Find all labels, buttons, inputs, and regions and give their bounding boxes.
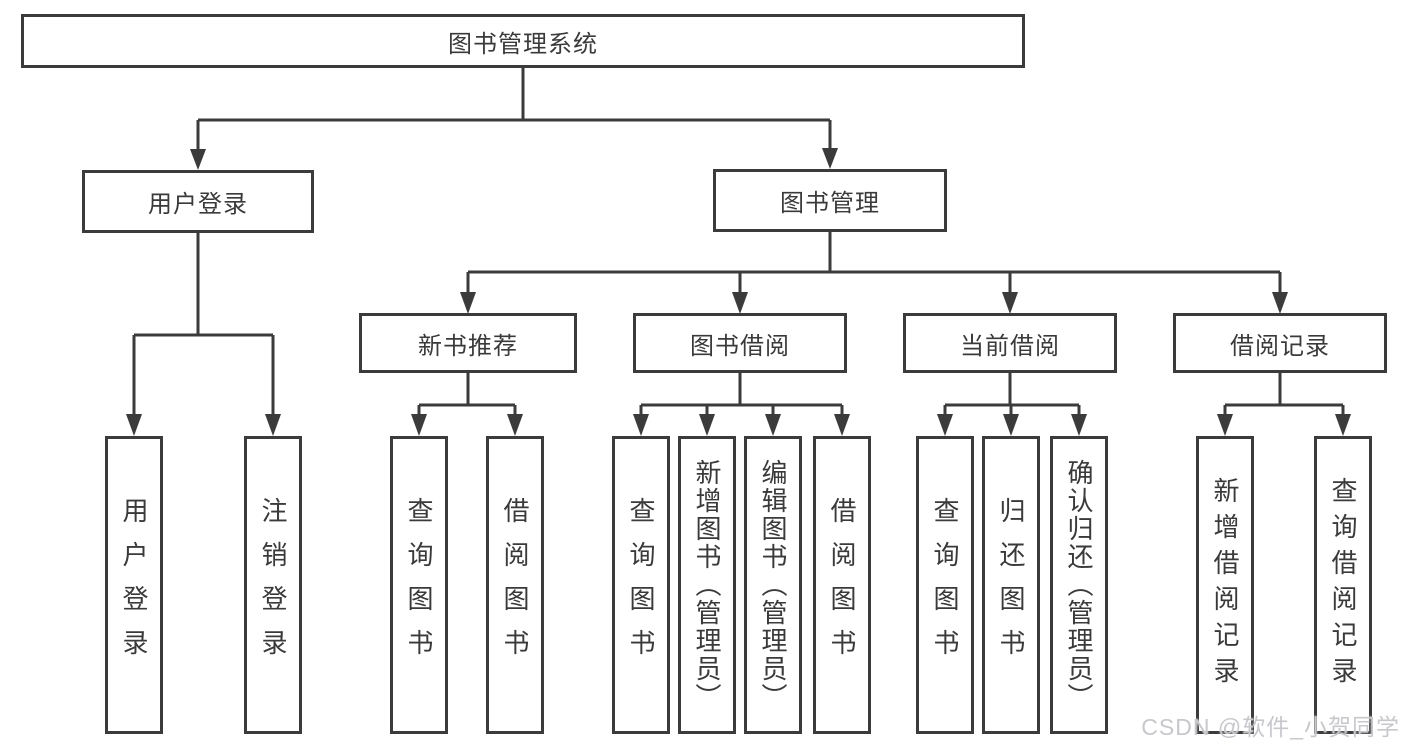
leaf-borrow-books-recommend: 借阅图书 [486, 436, 544, 734]
leaf-logout: 注销登录 [244, 436, 302, 734]
leaf-query-books-current: 查询图书 [916, 436, 974, 734]
node-book-borrowing-label: 图书借阅 [690, 332, 790, 360]
leaf-query-books-recommend: 查询图书 [390, 436, 448, 734]
node-book-management-label: 图书管理 [780, 190, 880, 217]
leaf-query-books-current-label: 查询图书 [930, 497, 960, 673]
leaf-confirm-return-admin: 确认归还（管理员） [1050, 436, 1108, 734]
leaf-user-login-label: 用户登录 [119, 497, 149, 673]
node-current-borrowing-label: 当前借阅 [960, 332, 1060, 360]
leaf-edit-books-admin-label: 编辑图书（管理员） [758, 459, 788, 711]
leaf-query-books-borrowing: 查询图书 [612, 436, 670, 734]
leaf-borrow-books-label: 借阅图书 [827, 497, 857, 673]
watermark: CSDN @软件_小贺同学 [1141, 714, 1400, 740]
leaf-user-login: 用户登录 [105, 436, 163, 734]
leaf-add-books-admin: 新增图书（管理员） [678, 436, 736, 734]
node-user-login-label: 用户登录 [148, 191, 248, 218]
leaf-return-books-label: 归还图书 [996, 497, 1026, 673]
leaf-add-borrow-record: 新增借阅记录 [1196, 436, 1254, 734]
leaf-query-books-recommend-label: 查询图书 [404, 497, 434, 673]
leaf-borrow-books-recommend-label: 借阅图书 [500, 497, 530, 673]
leaf-confirm-return-admin-label: 确认归还（管理员） [1064, 459, 1094, 711]
leaf-return-books: 归还图书 [982, 436, 1040, 734]
node-library-management-system: 图书管理系统 [21, 14, 1025, 68]
leaf-query-borrow-record: 查询借阅记录 [1314, 436, 1372, 734]
node-borrowing-records: 借阅记录 [1173, 313, 1387, 373]
leaf-borrow-books: 借阅图书 [813, 436, 871, 734]
node-new-book-recommendation-label: 新书推荐 [418, 332, 518, 360]
node-library-management-system-label: 图书管理系统 [448, 30, 598, 58]
node-borrowing-records-label: 借阅记录 [1230, 332, 1330, 360]
node-current-borrowing: 当前借阅 [903, 313, 1117, 373]
node-book-borrowing: 图书借阅 [633, 313, 847, 373]
leaf-edit-books-admin: 编辑图书（管理员） [744, 436, 802, 734]
leaf-add-borrow-record-label: 新增借阅记录 [1210, 477, 1240, 693]
leaf-query-books-borrowing-label: 查询图书 [626, 497, 656, 673]
leaf-add-books-admin-label: 新增图书（管理员） [692, 459, 722, 711]
node-user-login: 用户登录 [82, 170, 314, 233]
node-new-book-recommendation: 新书推荐 [359, 313, 577, 373]
leaf-query-borrow-record-label: 查询借阅记录 [1328, 477, 1358, 693]
node-book-management: 图书管理 [713, 169, 947, 232]
leaf-logout-label: 注销登录 [258, 497, 288, 673]
